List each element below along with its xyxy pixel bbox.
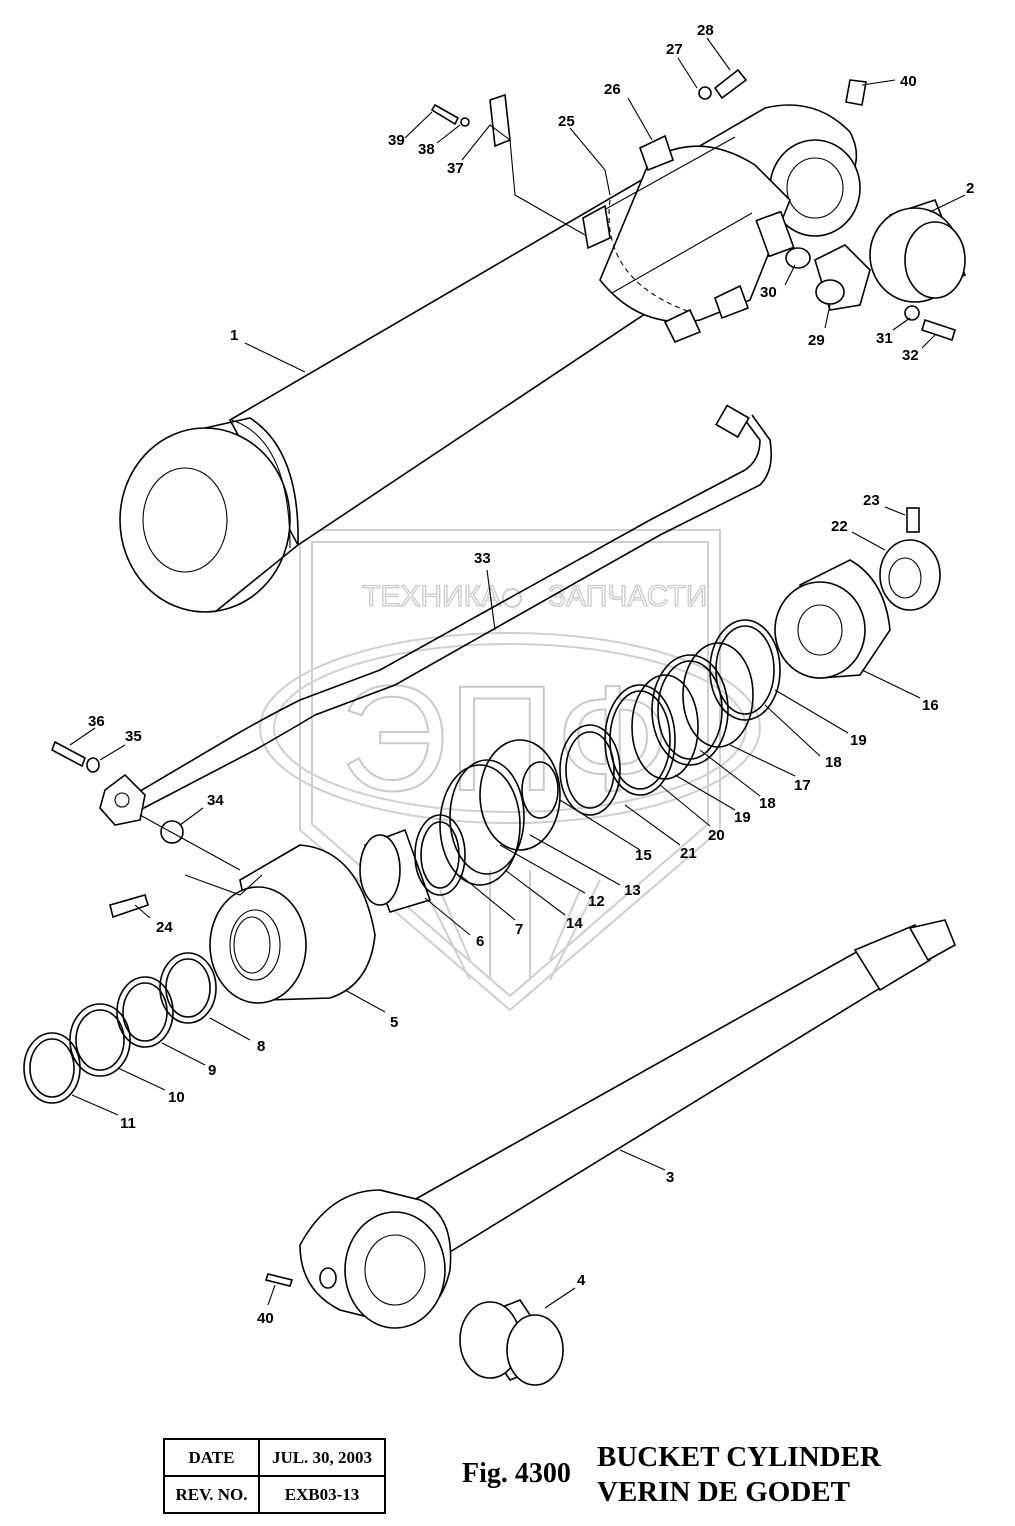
callout-29: 29 <box>808 332 825 349</box>
callout-7: 7 <box>515 921 523 938</box>
callout-12: 12 <box>588 893 605 910</box>
callout-9: 9 <box>208 1062 216 1079</box>
callout-25: 25 <box>558 113 575 130</box>
part-1-cylinder-tube <box>119 104 861 613</box>
callout-18a: 18 <box>825 754 842 771</box>
callout-23: 23 <box>863 492 880 509</box>
date-value: JUL. 30, 2003 <box>258 1438 386 1477</box>
callout-8: 8 <box>257 1038 265 1055</box>
callout-19a: 19 <box>850 732 867 749</box>
callout-28: 28 <box>697 22 714 39</box>
callout-1: 1 <box>230 327 238 344</box>
callout-22: 22 <box>831 518 848 535</box>
watermark-text-left: ТЕХНИКА <box>362 580 501 613</box>
callout-16: 16 <box>922 697 939 714</box>
parts-29-32 <box>785 244 956 342</box>
callout-13: 13 <box>624 882 641 899</box>
callout-3: 3 <box>666 1169 674 1186</box>
figure-title-fr: VERIN DE GODET <box>597 1476 850 1508</box>
part-16-piston <box>774 559 891 679</box>
rev-value: EXB03-13 <box>258 1475 386 1514</box>
callout-34: 34 <box>207 792 224 809</box>
part-5-rod-head <box>209 844 376 1004</box>
callout-2: 2 <box>966 180 974 197</box>
part-24-bolt <box>109 894 149 919</box>
callout-14: 14 <box>566 915 583 932</box>
part-33-pipe <box>124 404 773 811</box>
callout-20: 20 <box>708 827 725 844</box>
callout-labels: 1 2 3 4 5 6 7 8 9 10 11 12 13 14 15 16 1… <box>88 22 974 1327</box>
watermark-logo-oval <box>259 632 761 824</box>
callout-19b: 19 <box>734 809 751 826</box>
clamp-hardware <box>264 68 867 1287</box>
callout-37: 37 <box>447 160 464 177</box>
part-36-bolt <box>51 740 86 768</box>
callout-39: 39 <box>388 132 405 149</box>
part-6-bushing <box>359 828 432 913</box>
seal-rings <box>414 619 781 896</box>
callout-32: 32 <box>902 347 919 364</box>
callout-11: 11 <box>120 1115 136 1132</box>
part-3-piston-rod <box>299 919 957 1329</box>
callout-36: 36 <box>88 713 105 730</box>
callout-40a: 40 <box>900 73 917 90</box>
callout-30: 30 <box>760 284 777 301</box>
date-label: DATE <box>163 1438 260 1477</box>
part-23-set-screw <box>906 507 920 533</box>
callout-27: 27 <box>666 41 683 58</box>
part-34-o-ring <box>160 820 184 844</box>
callout-21: 21 <box>680 845 697 862</box>
callout-26: 26 <box>604 81 621 98</box>
part-2-bushing <box>869 199 967 303</box>
part-22-nut <box>879 539 941 611</box>
callout-18b: 18 <box>759 795 776 812</box>
leader-lines <box>69 37 966 1309</box>
watermark-logo-letters: ЭПФ <box>340 654 670 822</box>
callout-4: 4 <box>577 1272 586 1289</box>
part-35-flange <box>86 757 146 826</box>
callout-10: 10 <box>168 1089 185 1106</box>
callout-24: 24 <box>156 919 173 936</box>
callout-5: 5 <box>390 1014 398 1031</box>
callout-33: 33 <box>474 550 491 567</box>
callout-35: 35 <box>125 728 142 745</box>
figure-title-en: BUCKET CYLINDER <box>597 1441 881 1473</box>
rev-label: REV. NO. <box>163 1475 260 1514</box>
gear-icon <box>502 588 522 608</box>
callout-17: 17 <box>794 777 811 794</box>
callout-6: 6 <box>476 933 484 950</box>
watermark-text-right: ЗАПЧАСТИ <box>548 580 707 613</box>
figure-number: Fig. 4300 <box>462 1458 571 1489</box>
title-block: DATE JUL. 30, 2003 REV. NO. EXB03-13 <box>163 1438 386 1514</box>
parts-8-11-rings <box>23 952 217 1104</box>
callout-15: 15 <box>635 847 652 864</box>
callout-38: 38 <box>418 141 435 158</box>
callout-40b: 40 <box>257 1310 274 1327</box>
part-4-bushing <box>459 1299 564 1386</box>
figure-title: BUCKET CYLINDER VERIN DE GODET <box>597 1440 881 1510</box>
callout-31: 31 <box>876 330 893 347</box>
